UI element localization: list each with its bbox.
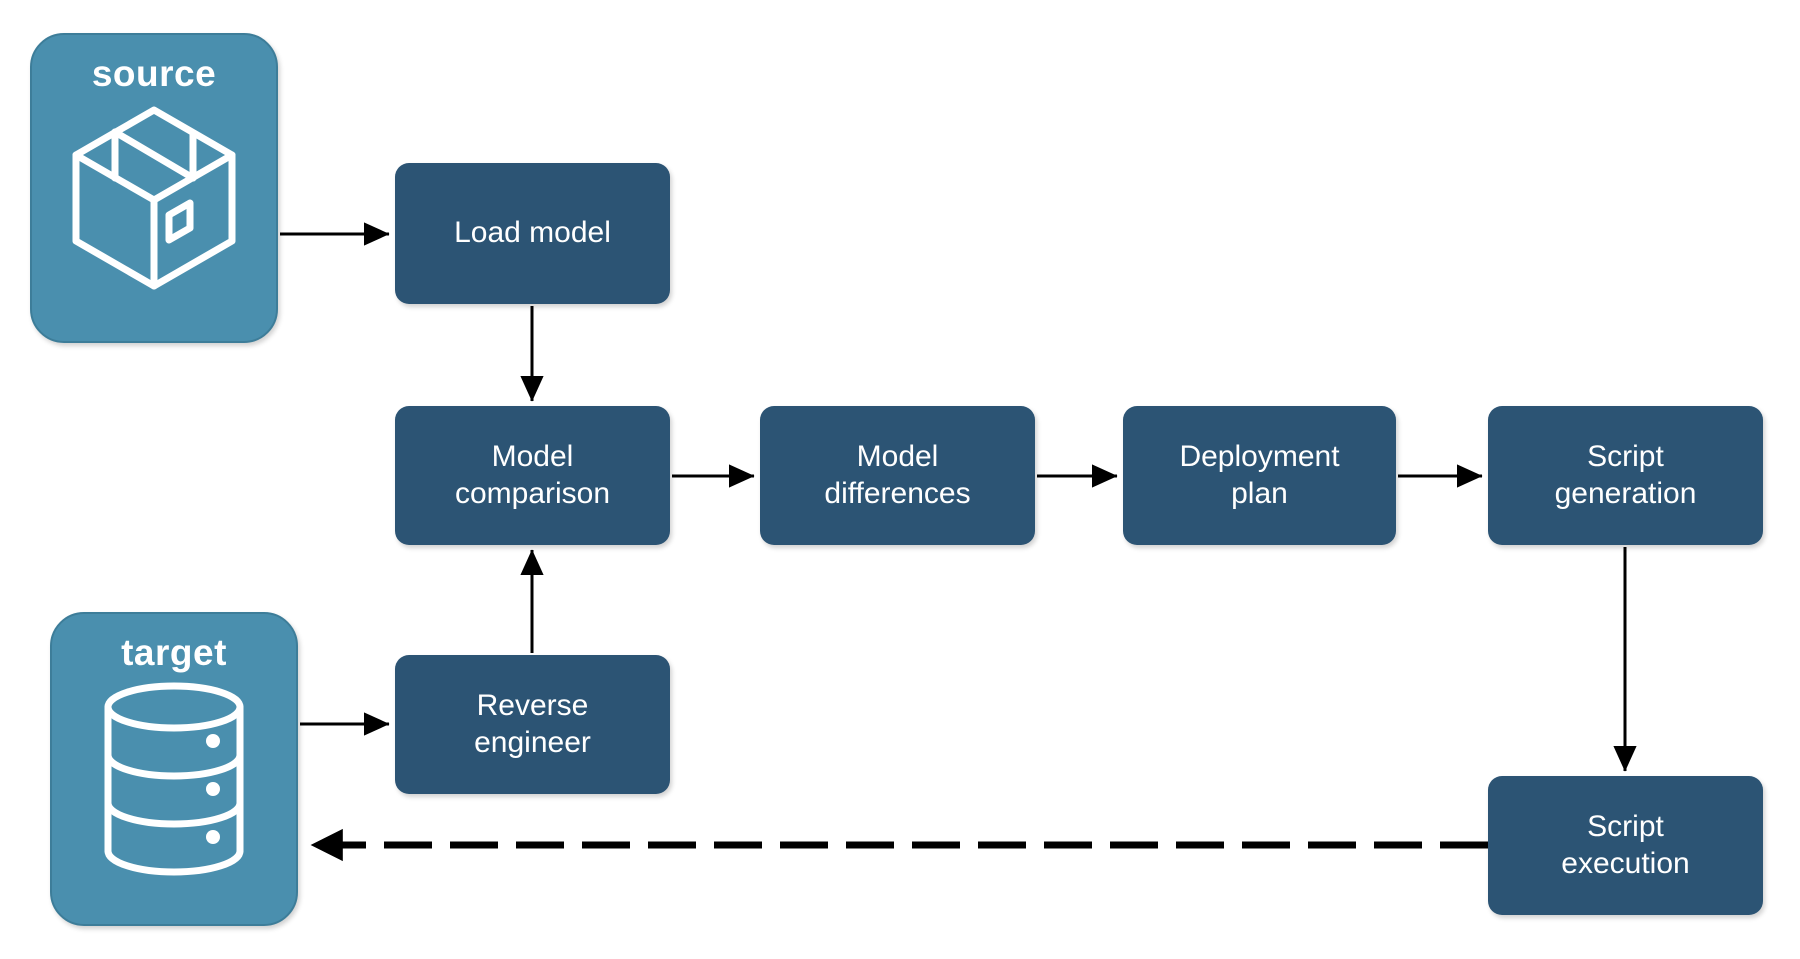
endpoint-label-target: target: [121, 632, 227, 673]
database-cylinder-icon: [90, 679, 258, 884]
process-node-reverse-engineer[interactable]: Reverse engineer: [395, 655, 670, 794]
process-node-model-differences[interactable]: Model differences: [760, 406, 1035, 545]
process-label-load-model: Load model: [454, 216, 611, 250]
process-node-deployment-plan[interactable]: Deployment plan: [1123, 406, 1396, 545]
process-label-deployment-plan: Deployment plan: [1179, 439, 1340, 510]
process-label-script-execution: Script execution: [1561, 809, 1690, 880]
package-box-icon: [64, 100, 244, 301]
process-node-model-comparison[interactable]: Model comparison: [395, 406, 670, 545]
endpoint-node-source[interactable]: source: [30, 33, 278, 343]
endpoint-node-target[interactable]: target: [50, 612, 298, 926]
process-label-model-comparison: Model comparison: [454, 439, 611, 510]
process-label-reverse-engineer: Reverse engineer: [474, 688, 591, 759]
endpoint-label-source: source: [91, 53, 217, 94]
process-label-model-differences: Model differences: [824, 439, 971, 510]
process-node-load-model[interactable]: Load model: [395, 163, 670, 304]
process-node-script-execution[interactable]: Script execution: [1488, 776, 1763, 915]
process-label-script-generation: Script generation: [1554, 439, 1697, 510]
process-node-script-generation[interactable]: Script generation: [1488, 406, 1763, 545]
